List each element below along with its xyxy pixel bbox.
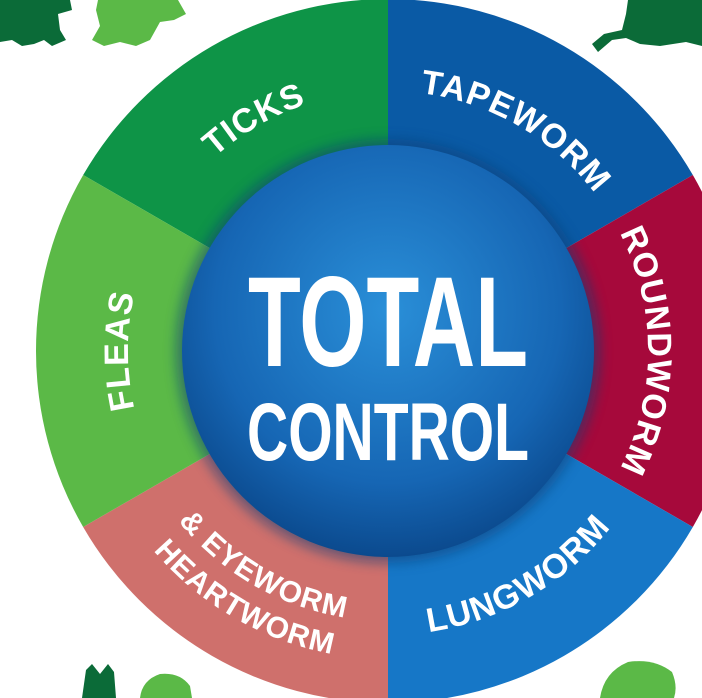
segment-ticks bbox=[83, 0, 388, 261]
segment-tapeworm bbox=[388, 0, 693, 261]
center-title-total: TOTAL bbox=[248, 251, 528, 394]
center-title-control: CONTROL bbox=[247, 387, 529, 478]
center-disc bbox=[182, 145, 594, 557]
cat-silhouette-icon bbox=[592, 0, 702, 52]
segment-label-fleas: FLEAS bbox=[98, 288, 142, 415]
segment-lungworm bbox=[388, 441, 693, 698]
segment-roundworm bbox=[543, 175, 702, 527]
segment-fleas bbox=[36, 175, 233, 527]
segment-heartworm bbox=[83, 441, 388, 698]
dog-silhouette-icon bbox=[92, 0, 186, 46]
dog-silhouette-icon bbox=[140, 673, 192, 698]
cat-silhouette-icon bbox=[82, 664, 116, 698]
dog-silhouette-icon bbox=[600, 661, 676, 698]
cat-silhouette-icon bbox=[0, 0, 72, 46]
